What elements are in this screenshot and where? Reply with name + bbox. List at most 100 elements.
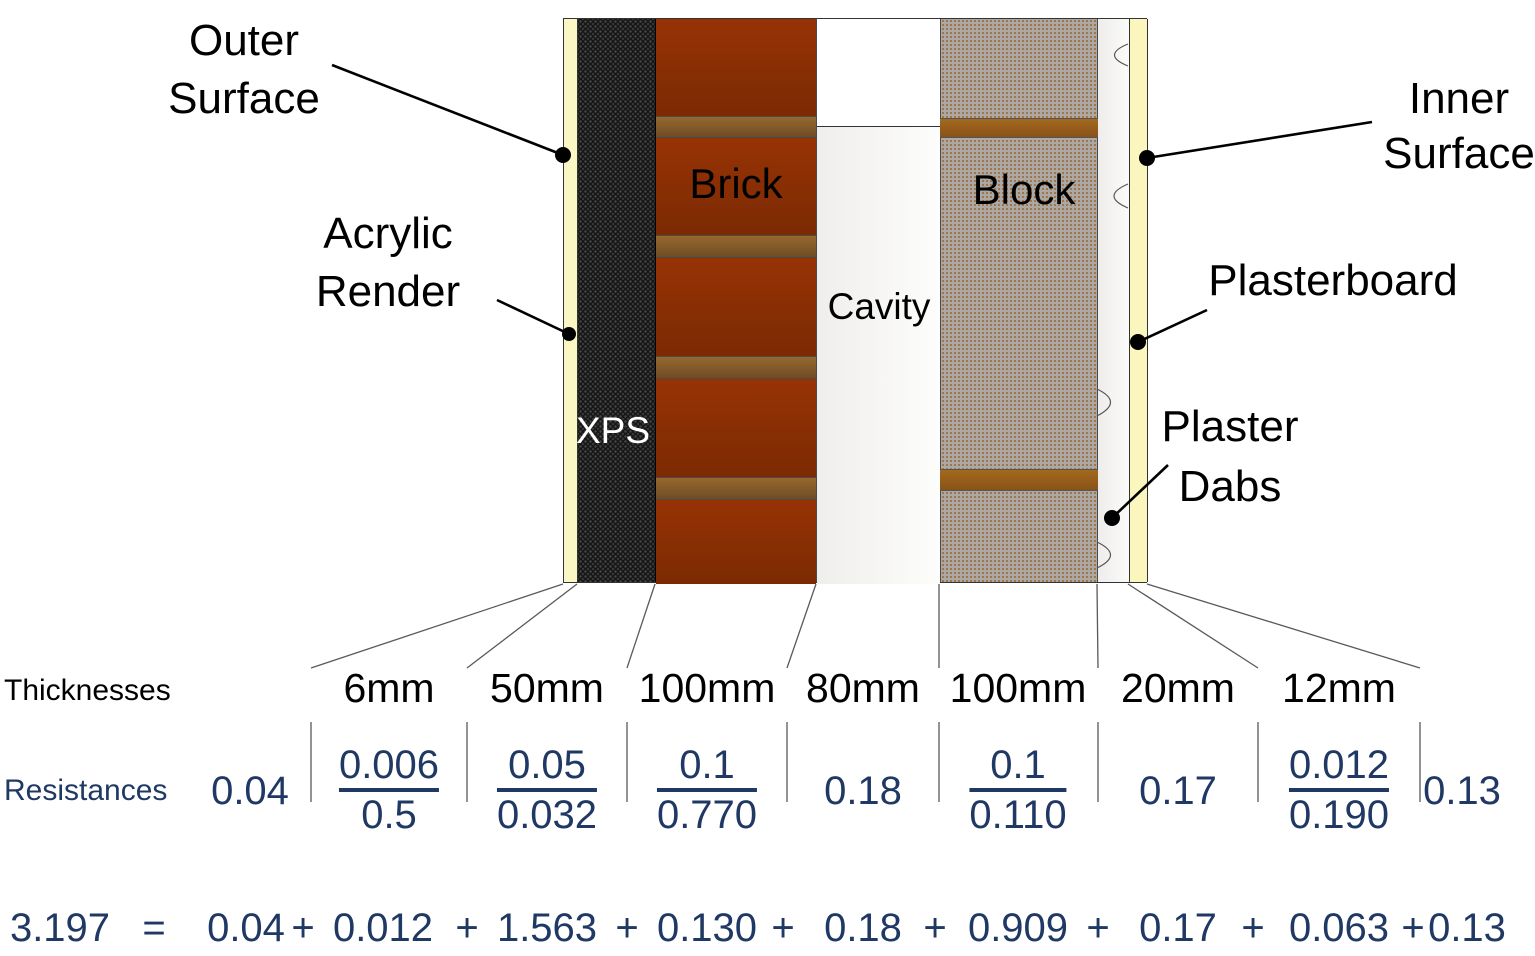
sum-term-block: 0.909 bbox=[967, 906, 1069, 950]
thickness-fan-lines bbox=[310, 583, 1421, 669]
fan-line bbox=[310, 583, 564, 669]
sum-term-xps: 1.563 bbox=[496, 906, 598, 950]
outer-surface-line1: Outer bbox=[188, 16, 300, 65]
thickness-cavity: 80mm bbox=[806, 665, 920, 711]
thickness-brick: 100mm bbox=[638, 665, 776, 711]
sum-term-cavity: 0.18 bbox=[824, 906, 902, 950]
plus-sign: + bbox=[1241, 906, 1265, 950]
resistance-fraction-xps: 0.05 0.032 bbox=[488, 745, 606, 835]
wall-cross-section bbox=[563, 18, 1148, 584]
resistance-fraction-block: 0.1 0.110 bbox=[960, 745, 1075, 835]
acrylic-render-label: Acrylic Render bbox=[316, 205, 460, 321]
mortar-joint bbox=[656, 477, 816, 500]
acrylic-render-line1: Acrylic bbox=[323, 209, 453, 258]
inner-surface-line1: Inner bbox=[1408, 74, 1510, 123]
mortar-joint bbox=[656, 116, 816, 138]
equals-sign: = bbox=[142, 906, 166, 950]
sum-term-render: 0.012 bbox=[332, 906, 434, 950]
sum-term-outer: 0.04 bbox=[207, 906, 285, 950]
layer-cavity bbox=[817, 19, 940, 584]
fan-line bbox=[786, 583, 817, 669]
plaster-dabs-line1: Plaster bbox=[1161, 402, 1299, 451]
layer-xps bbox=[578, 19, 656, 582]
thickness-block: 100mm bbox=[949, 665, 1087, 711]
block-mortar-joint bbox=[940, 118, 1098, 138]
inner-surface-leader-line bbox=[1146, 120, 1373, 160]
resistance-fraction-render: 0.006 0.5 bbox=[330, 745, 448, 835]
plaster-dabs-label: Plaster Dabs bbox=[1162, 397, 1299, 517]
plasterboard-text: Plasterboard bbox=[1208, 256, 1458, 305]
resistance-fraction-brick: 0.1 0.770 bbox=[648, 745, 766, 835]
layer-block bbox=[940, 19, 1098, 582]
sum-term-inner: 0.13 bbox=[1428, 906, 1506, 950]
brick-course bbox=[656, 138, 816, 235]
plasterboard-leader-line bbox=[1137, 308, 1208, 344]
block-mortar-joint bbox=[940, 469, 1098, 491]
xps-thickness-value: 0.05 bbox=[508, 743, 586, 787]
outer-surface-label: Outer Surface bbox=[168, 12, 320, 128]
plus-sign: + bbox=[771, 906, 795, 950]
plus-sign: + bbox=[455, 906, 479, 950]
resistances-row-label: Resistances bbox=[4, 774, 168, 807]
plaster-dabs-line2: Dabs bbox=[1178, 462, 1282, 511]
plasterboard-thickness-value: 0.012 bbox=[1288, 743, 1390, 787]
brick-conductivity-value: 0.770 bbox=[656, 793, 758, 837]
thickness-xps: 50mm bbox=[490, 665, 604, 711]
xps-conductivity-value: 0.032 bbox=[496, 793, 598, 837]
cavity-air-gap bbox=[817, 126, 940, 584]
layer-acrylic-render bbox=[564, 19, 578, 582]
brick-course bbox=[656, 500, 816, 584]
fraction-bar bbox=[969, 788, 1067, 792]
cavity-label: Cavity bbox=[827, 286, 931, 327]
fan-line bbox=[626, 583, 656, 669]
fraction-bar bbox=[656, 788, 758, 792]
thickness-render: 6mm bbox=[343, 665, 435, 711]
xps-label: XPS bbox=[575, 410, 651, 451]
brick-course bbox=[656, 258, 816, 356]
fan-line bbox=[1146, 583, 1421, 669]
block-conductivity-value: 0.110 bbox=[969, 793, 1067, 837]
sum-term-dabs: 0.17 bbox=[1139, 906, 1217, 950]
sum-term-plasterboard: 0.063 bbox=[1288, 906, 1390, 950]
inner-surface-label: Inner Surface bbox=[1383, 71, 1535, 181]
thickness-plasterboard: 12mm bbox=[1282, 665, 1396, 711]
resistance-dabs: 0.17 bbox=[1139, 769, 1217, 813]
thickness-dabs: 20mm bbox=[1121, 665, 1235, 711]
render-thickness-value: 0.006 bbox=[338, 743, 440, 787]
outer-surface-leader-line bbox=[331, 63, 564, 157]
plus-sign: + bbox=[1086, 906, 1110, 950]
sum-term-brick: 0.130 bbox=[656, 906, 758, 950]
brick-thickness-value: 0.1 bbox=[679, 743, 735, 787]
sum-total: 3.197 bbox=[9, 906, 111, 950]
layer-plasterboard bbox=[1129, 19, 1148, 582]
block-thickness-value: 0.1 bbox=[990, 743, 1046, 787]
plus-sign: + bbox=[1401, 906, 1425, 950]
plus-sign: + bbox=[615, 906, 639, 950]
resistance-cavity: 0.18 bbox=[824, 769, 902, 813]
brick-course bbox=[656, 379, 816, 477]
acrylic-render-line2: Render bbox=[315, 267, 461, 316]
outer-surface-line2: Surface bbox=[168, 74, 320, 123]
fan-line bbox=[1127, 583, 1259, 669]
brick-label: Brick bbox=[689, 160, 783, 207]
resistance-fraction-plasterboard: 0.012 0.190 bbox=[1280, 745, 1398, 835]
mortar-joint bbox=[656, 235, 816, 258]
fraction-bar bbox=[496, 788, 598, 792]
render-conductivity-value: 0.5 bbox=[361, 793, 417, 837]
fraction-bar bbox=[338, 788, 440, 792]
plasterboard-label: Plasterboard bbox=[1208, 252, 1457, 310]
plus-sign: + bbox=[923, 906, 947, 950]
resistance-outer-surface: 0.04 bbox=[211, 769, 289, 813]
plasterboard-conductivity-value: 0.190 bbox=[1288, 793, 1390, 837]
layer-brick bbox=[656, 19, 817, 584]
thicknesses-row-label: Thicknesses bbox=[4, 674, 171, 707]
inner-surface-line2: Surface bbox=[1383, 129, 1535, 178]
fraction-bar bbox=[1288, 788, 1390, 792]
brick-course bbox=[656, 19, 816, 116]
fan-line bbox=[1096, 583, 1099, 669]
layer-plaster-dabs bbox=[1098, 19, 1129, 582]
resistance-inner-surface: 0.13 bbox=[1423, 769, 1501, 813]
acrylic-render-leader-line bbox=[496, 298, 570, 336]
fan-line bbox=[466, 583, 578, 669]
